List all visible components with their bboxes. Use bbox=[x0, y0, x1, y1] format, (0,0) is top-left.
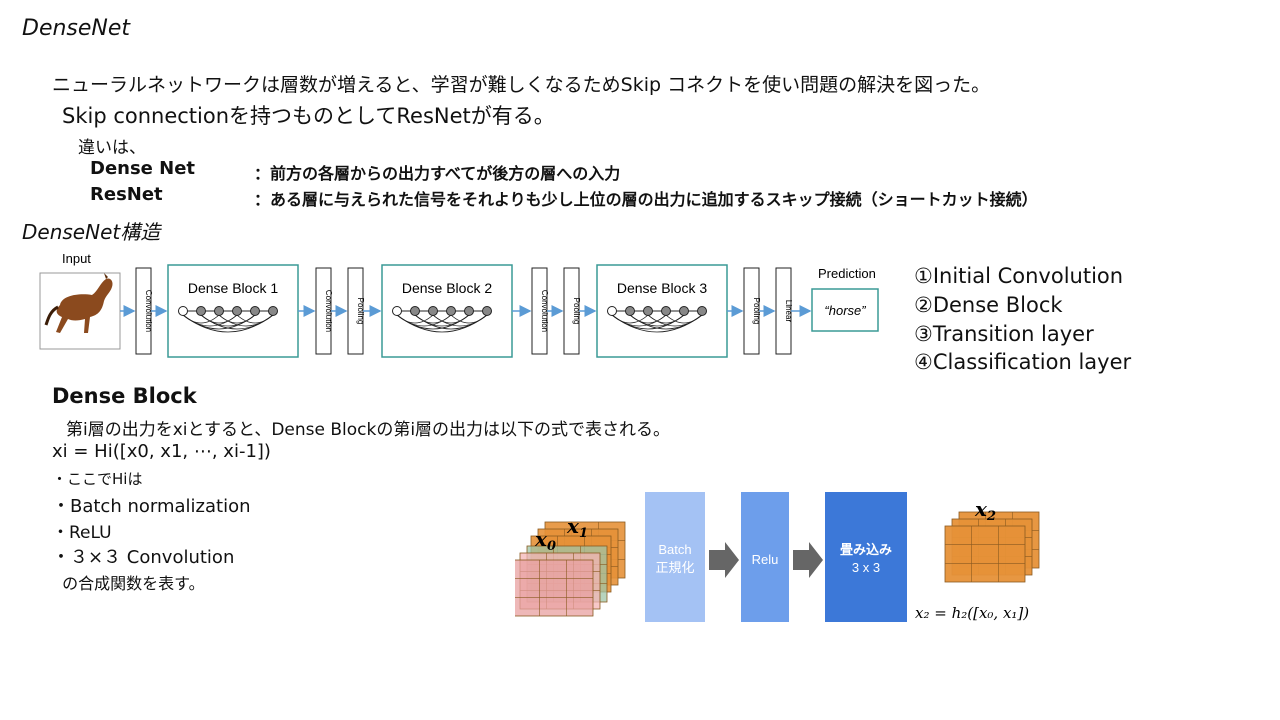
legend-item-initial-convolution: ①Initial Convolution bbox=[914, 264, 1124, 288]
dense-layer-node bbox=[214, 306, 224, 316]
dense-layer-node bbox=[607, 306, 617, 316]
batch-label-line2: 正規化 bbox=[655, 560, 694, 575]
conv-label-line2: 3 x 3 bbox=[852, 560, 880, 575]
dense-layer-node bbox=[428, 306, 438, 316]
input-feature-maps: x1 x0 bbox=[515, 514, 626, 617]
initial-convolution-text: Convolution bbox=[144, 290, 153, 332]
dense-layer-node bbox=[464, 306, 474, 316]
dense-layer-node bbox=[679, 306, 689, 316]
dense-layer-node bbox=[250, 306, 260, 316]
prediction-box bbox=[811, 288, 879, 332]
dense-layer-node bbox=[446, 306, 456, 316]
dense-skip-connection bbox=[665, 314, 703, 324]
intro-line-2: Skip connectionを持つものとしてResNetが有る。 bbox=[62, 104, 555, 128]
dense-layer-node bbox=[625, 306, 635, 316]
dense-block-3-label: Dense Block 3 bbox=[617, 280, 707, 296]
bullet-hi: ・ここでHiは bbox=[52, 470, 143, 488]
linear-text: Linear bbox=[784, 300, 793, 323]
prediction-label: Prediction bbox=[818, 266, 876, 281]
convolution-box bbox=[825, 492, 907, 622]
dense-layer-node bbox=[482, 306, 492, 316]
dense-block-heading: Dense Block bbox=[52, 384, 197, 408]
dense-layer-node bbox=[410, 306, 420, 316]
difference-label: 違いは、 bbox=[78, 138, 146, 158]
page-title: DenseNet bbox=[22, 16, 131, 41]
relu-label: Relu bbox=[752, 552, 779, 567]
dense-skip-connection bbox=[450, 314, 488, 324]
batch-normalization-box bbox=[645, 492, 705, 622]
final-pooling-text: Pooling bbox=[752, 298, 761, 325]
x0-label: x0 bbox=[534, 527, 556, 554]
horse-image bbox=[39, 272, 121, 350]
conv-label-line1: 畳み込み bbox=[840, 542, 892, 557]
x2-feature-map bbox=[944, 525, 1026, 583]
densenet-architecture-diagram: Input Convolution Convolution Pooling Co… bbox=[39, 251, 879, 358]
bullet-convolution: ・３×３ Convolution bbox=[52, 547, 235, 568]
x2-label: x2 bbox=[974, 497, 996, 524]
arrow-right-icon bbox=[709, 542, 739, 578]
x1-label: x1 bbox=[566, 514, 588, 541]
resnet-description: ：ある層に与えられた信号をそれよりも少し上位の層の出力に追加するスキップ接続（シ… bbox=[254, 190, 1038, 209]
legend-item-dense-block: ②Dense Block bbox=[914, 293, 1063, 317]
arrow-right-icon bbox=[793, 542, 823, 578]
dense-layer-node bbox=[697, 306, 707, 316]
dense-layer-node bbox=[643, 306, 653, 316]
prediction-value: “horse” bbox=[824, 303, 866, 318]
bullet-batch-normalization: ・Batch normalization bbox=[52, 496, 251, 517]
dense-block-1-label: Dense Block 1 bbox=[188, 280, 278, 296]
x0-feature-map bbox=[515, 559, 594, 617]
intro-line-1: ニューラルネットワークは層数が増えると、学習が難しくなるためSkip コネクトを… bbox=[52, 74, 991, 96]
structure-title: DenseNet構造 bbox=[22, 216, 160, 245]
transition-pooling-2-text: Pooling bbox=[572, 298, 581, 325]
dense-layer-node bbox=[196, 306, 206, 316]
dense-layer-node bbox=[178, 306, 188, 316]
dense-block-description: 第i層の出力をxiとすると、Dense Blockの第i層の出力は以下の式で表さ… bbox=[66, 420, 671, 440]
dense-skip-connection bbox=[236, 314, 274, 324]
dense-layer-node bbox=[268, 306, 278, 316]
dense-layer-node bbox=[661, 306, 671, 316]
legend-item-classification-layer: ④Classification layer bbox=[914, 350, 1132, 374]
structure-title-text: DenseNet構造 bbox=[22, 220, 161, 244]
batch-label-line1: Batch bbox=[658, 542, 691, 557]
bullet-relu: ・ReLU bbox=[52, 523, 112, 543]
transition-convolution-1-text: Convolution bbox=[324, 290, 333, 332]
dense-net-description: ：前方の各層からの出力すべてが後方の層への入力 bbox=[254, 164, 621, 183]
legend-item-transition-layer: ③Transition layer bbox=[914, 322, 1094, 346]
dense-layer-node bbox=[392, 306, 402, 316]
resnet-label: ResNet bbox=[90, 184, 163, 205]
dense-net-label: Dense Net bbox=[90, 158, 196, 179]
output-feature-maps: x2 bbox=[944, 497, 1040, 583]
dense-block-2-label: Dense Block 2 bbox=[402, 280, 492, 296]
dense-layer-node bbox=[232, 306, 242, 316]
dense-block-formula: xi = Hi([x0, x1, ⋯, xi-1]) bbox=[52, 441, 271, 462]
bullet-composite: の合成関数を表す。 bbox=[52, 574, 205, 593]
output-equation: x₂ = h₂([x₀, x₁]) bbox=[915, 604, 1029, 622]
relu-box bbox=[741, 492, 789, 622]
transition-pooling-1-text: Pooling bbox=[356, 298, 365, 325]
transition-convolution-2-text: Convolution bbox=[540, 290, 549, 332]
composite-function-diagram: x1 x0 Batch 正規化 Relu 畳み込み 3 x 3 x2 x₂ = … bbox=[515, 492, 1040, 622]
input-label: Input bbox=[62, 251, 91, 266]
